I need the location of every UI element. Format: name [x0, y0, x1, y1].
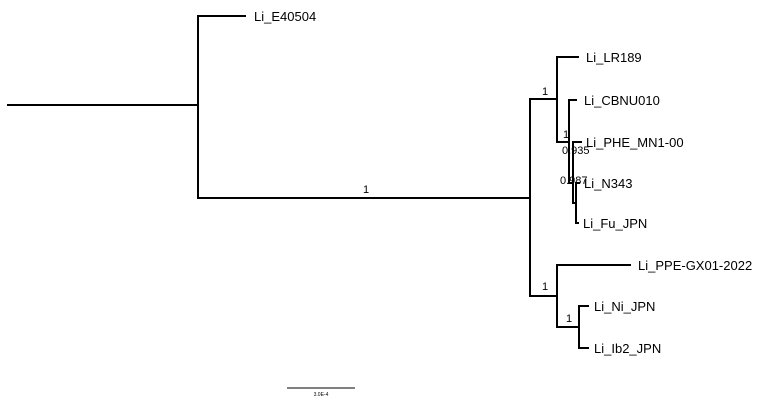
tip-label-li-n343: Li_N343: [584, 176, 632, 191]
tip-label-li-ni-jpn: Li_Ni_JPN: [594, 299, 655, 314]
support-value-cbnu-clade: 1: [563, 129, 569, 141]
tip-label-li-fu-jpn: Li_Fu_JPN: [583, 216, 647, 231]
support-value-jpn-clade: 1: [566, 313, 572, 325]
support-value-n343-clade: 0.987: [560, 175, 588, 187]
tip-label-li-ppe-gx01-2022: Li_PPE-GX01-2022: [638, 258, 752, 273]
tip-label-li-lr189: Li_LR189: [586, 50, 642, 65]
tip-label-li-phe-mn1-00: Li_PHE_MN1-00: [586, 135, 684, 150]
support-value-phe-clade: 0.935: [562, 145, 590, 157]
support-value-upper-clade: 1: [542, 86, 548, 98]
support-value-lower-clade: 1: [542, 281, 548, 293]
tip-label-li-ib2-jpn: Li_Ib2_JPN: [594, 341, 661, 356]
tip-label-li-cbnu010: Li_CBNU010: [584, 93, 660, 108]
scale-bar-label: 3.0E-4: [314, 392, 329, 398]
tip-label-li-e40504: Li_E40504: [254, 9, 316, 24]
support-value-main-clade: 1: [363, 184, 369, 196]
